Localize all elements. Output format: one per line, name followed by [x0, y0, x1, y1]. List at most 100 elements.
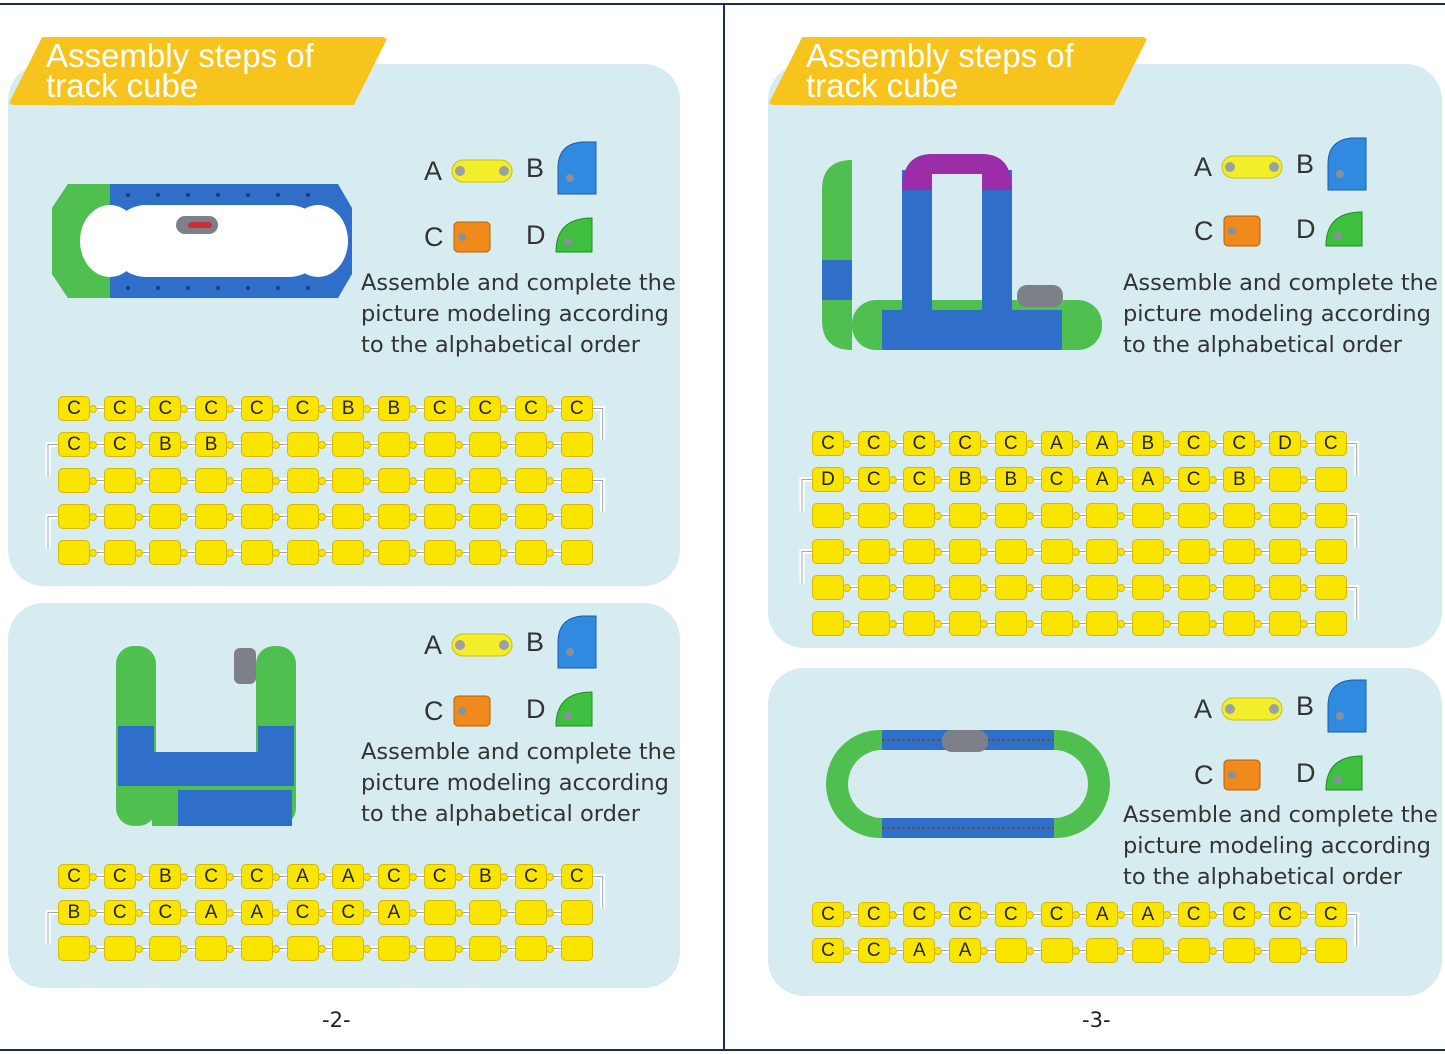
sequence-cell: C [857, 431, 897, 456]
sequence-cell [240, 468, 280, 493]
sequence-cell: C [1223, 431, 1263, 456]
flat-loop-track-illustration [52, 184, 352, 298]
sequence-cell [1086, 539, 1126, 564]
sequence-cell: C [949, 902, 989, 927]
piece-d: D [1296, 208, 1366, 250]
sequence-cell: C [286, 900, 326, 925]
sequence-cell [332, 468, 372, 493]
sequence-cell [812, 539, 851, 564]
sequence-cell [332, 540, 372, 565]
sequence-cell: A [240, 900, 280, 925]
sequence-cell [423, 900, 463, 925]
sequence-cell [560, 900, 593, 925]
sequence-cell: C [195, 396, 235, 421]
section-banner: Assembly steps of track cube [8, 37, 388, 105]
sequence-cell [515, 432, 554, 457]
sequence-cell: C [286, 396, 326, 421]
piece-d-label: D [526, 219, 546, 250]
sequence-cell [1131, 539, 1171, 564]
sequence-cell [332, 432, 372, 457]
sequence-cell [1086, 938, 1126, 963]
sequence-cell [240, 504, 280, 529]
sequence-cell [903, 539, 943, 564]
page-divider [723, 3, 725, 1051]
sequence-cell: A [1131, 902, 1171, 927]
sequence-cell: C [149, 900, 189, 925]
sequence-cell: B [377, 396, 417, 421]
page-number: -2- [322, 1008, 351, 1032]
page-2: Assembly steps of track cube A B C D [0, 0, 722, 1054]
piece-legend: A B C D [424, 138, 614, 253]
sequence-cell [58, 468, 97, 493]
sequence-cell [1314, 503, 1347, 528]
sequence-cell: A [286, 864, 326, 889]
sequence-cell [286, 936, 326, 961]
u-track-illustration [116, 646, 296, 826]
sequence-cell [58, 504, 97, 529]
sequence-cell [994, 575, 1034, 600]
sequence-cell [949, 611, 989, 636]
sequence-cell: C [103, 900, 143, 925]
instruction-text: Assemble and complete the picture modeli… [361, 739, 676, 827]
sequence-cell [240, 540, 280, 565]
sequence-cell: C [560, 396, 593, 421]
sequence-cell: D [812, 467, 851, 492]
piece-legend: A B C D [424, 612, 614, 727]
sequence-cell: A [1086, 467, 1126, 492]
sequence-cell: C [103, 864, 143, 889]
sequence-cell: A [377, 900, 417, 925]
sequence-cell [469, 900, 509, 925]
piece-c: C [424, 218, 494, 256]
sequence-cell [1040, 611, 1080, 636]
piece-legend: A B C D [1194, 134, 1384, 247]
sequence-cell [195, 540, 235, 565]
sequence-cell: C [423, 864, 463, 889]
sequence-cell: C [812, 902, 851, 927]
sequence-cell [103, 468, 143, 493]
piece-a: A [424, 154, 516, 188]
sequence-cell: C [857, 902, 897, 927]
sequence-cell [515, 468, 554, 493]
sequence-cell [149, 936, 189, 961]
sequence-cell: C [560, 864, 593, 889]
sequence-cell: D [1269, 431, 1308, 456]
sequence-cell [469, 540, 509, 565]
piece-c-icon [1223, 759, 1261, 791]
sequence-cell [149, 504, 189, 529]
sequence-cell: B [149, 864, 189, 889]
sequence-cell [1086, 611, 1126, 636]
sequence-cell: A [1086, 902, 1126, 927]
sequence-cell [377, 540, 417, 565]
sequence-cell [994, 503, 1034, 528]
sequence-cell: C [469, 396, 509, 421]
sequence-cell [1314, 938, 1347, 963]
sequence-cell: C [903, 467, 943, 492]
sequence-cell [195, 936, 235, 961]
oval-track-illustration [826, 730, 1110, 838]
sequence-cell: C [857, 938, 897, 963]
sequence-cell [1131, 503, 1171, 528]
piece-d: D [1296, 752, 1366, 794]
sequence-cell [58, 540, 97, 565]
sequence-cell [240, 432, 280, 457]
sequence-cell [149, 468, 189, 493]
sequence-cell: C [515, 864, 554, 889]
instruction-text: Assemble and complete the picture modeli… [361, 270, 676, 358]
sequence-cell [377, 936, 417, 961]
sequence-cell [1177, 938, 1217, 963]
sequence-cell [423, 504, 463, 529]
sequence-cell [1269, 938, 1308, 963]
sequence-cell [1269, 467, 1308, 492]
sequence-cell [1177, 539, 1217, 564]
sequence-cell: B [149, 432, 189, 457]
piece-d-icon [555, 691, 593, 727]
page-3: Assembly steps of track cube A B C D [726, 0, 1445, 1054]
sequence-cell [560, 540, 593, 565]
sequence-cell: C [515, 396, 554, 421]
banner-line-1: Assembly steps of [46, 37, 314, 74]
sequence-cell [1177, 503, 1217, 528]
sequence-cell [469, 432, 509, 457]
instruction-text: Assemble and complete the picture modeli… [1123, 802, 1438, 890]
piece-d-icon [1325, 755, 1363, 791]
